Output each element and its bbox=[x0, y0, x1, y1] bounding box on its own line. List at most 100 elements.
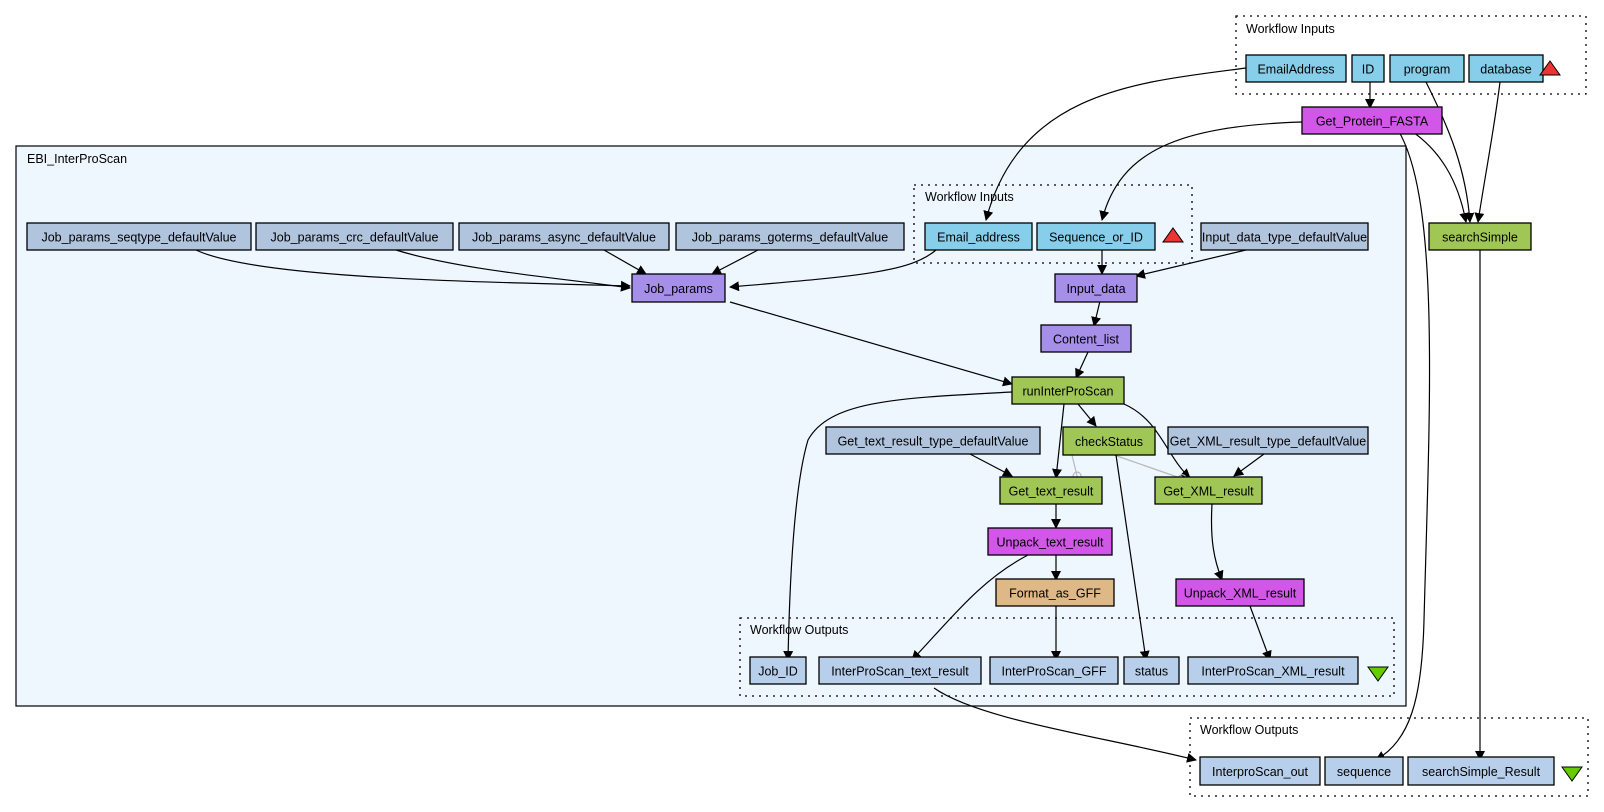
node-content-list-label: Content_list bbox=[1053, 333, 1120, 347]
edge-content-list-to-run bbox=[1075, 351, 1089, 379]
node-goterms-default-label: Job_params_goterms_defaultValue bbox=[692, 231, 888, 245]
edge-run-to-get-xml bbox=[1123, 403, 1191, 479]
nested-outputs-label: Workflow Outputs bbox=[750, 623, 848, 637]
node-goterms-default[interactable]: Job_params_goterms_defaultValue bbox=[675, 222, 905, 251]
node-database-input-label: database bbox=[1480, 63, 1531, 77]
node-status-output-label: status bbox=[1135, 665, 1168, 679]
edges bbox=[195, 67, 1501, 763]
node-run-interproscan-box bbox=[1011, 376, 1125, 405]
node-search-simple[interactable]: searchSimple bbox=[1428, 222, 1532, 251]
node-program-input-label: program bbox=[1404, 63, 1451, 77]
node-goterms-default-box bbox=[675, 222, 905, 251]
node-id-input-box bbox=[1351, 54, 1385, 83]
node-unpack-text-result-label: Unpack_text_result bbox=[996, 536, 1104, 550]
node-crc-default[interactable]: Job_params_crc_defaultValue bbox=[255, 222, 454, 251]
outer-outputs-marker-icon bbox=[1561, 766, 1583, 782]
node-get-xml-result-label: Get_XML_result bbox=[1163, 485, 1254, 499]
outer-outputs-cluster: Workflow Outputs bbox=[1189, 717, 1589, 797]
node-email-address-input-label: EmailAddress bbox=[1257, 63, 1334, 77]
node-text-result-output-box bbox=[818, 656, 982, 685]
node-get-protein-fasta[interactable]: Get_Protein_FASTA bbox=[1301, 106, 1443, 135]
node-status-output[interactable]: status bbox=[1123, 656, 1180, 685]
edge-input-data-to-content-list bbox=[1091, 300, 1101, 327]
node-get-xml-result[interactable]: Get_XML_result bbox=[1154, 476, 1263, 505]
node-get-xml-result-box bbox=[1154, 476, 1263, 505]
node-text-result-output[interactable]: InterProScan_text_result bbox=[818, 656, 982, 685]
node-job-params-box bbox=[631, 273, 726, 303]
node-gff-output[interactable]: InterProScan_GFF bbox=[989, 656, 1119, 685]
edge-run-to-get-text bbox=[1051, 403, 1065, 479]
node-email-address-label: Email_address bbox=[937, 231, 1020, 245]
node-sequence-output[interactable]: sequence bbox=[1324, 756, 1404, 786]
node-xml-type-default-box bbox=[1167, 426, 1369, 455]
node-unpack-xml-result[interactable]: Unpack_XML_result bbox=[1175, 578, 1305, 607]
node-unpack-text-result[interactable]: Unpack_text_result bbox=[987, 527, 1113, 556]
edge-text-result-to-interproscan-out bbox=[933, 687, 1197, 763]
node-search-simple-result[interactable]: searchSimple_Result bbox=[1407, 756, 1555, 786]
node-get-protein-fasta-label: Get_Protein_FASTA bbox=[1316, 115, 1429, 129]
edge-goterms-to-job-params bbox=[711, 249, 759, 275]
node-run-interproscan-label: runInterProScan bbox=[1022, 385, 1113, 399]
nested-inputs-marker-icon bbox=[1162, 227, 1184, 243]
node-input-type-default-label: Input_data_type_defaultValue bbox=[1202, 231, 1367, 245]
edge-database-to-search-simple bbox=[1474, 81, 1501, 223]
node-run-interproscan[interactable]: runInterProScan bbox=[1011, 376, 1125, 405]
outer-outputs-label: Workflow Outputs bbox=[1200, 723, 1298, 737]
node-sequence-output-box bbox=[1324, 756, 1404, 786]
node-get-text-result[interactable]: Get_text_result bbox=[999, 476, 1103, 505]
node-async-default[interactable]: Job_params_async_defaultValue bbox=[458, 222, 670, 251]
edge-input-type-to-input-data bbox=[1135, 249, 1247, 279]
node-content-list-box bbox=[1040, 324, 1132, 353]
node-text-type-default[interactable]: Get_text_result_type_defaultValue bbox=[825, 426, 1041, 455]
node-job-params[interactable]: Job_params bbox=[631, 273, 726, 303]
node-xml-type-default[interactable]: Get_XML_result_type_defaultValue bbox=[1167, 426, 1369, 455]
node-input-type-default-box bbox=[1200, 222, 1369, 251]
node-format-as-gff[interactable]: Format_as_GFF bbox=[995, 578, 1115, 607]
edge-seqtype-to-job-params bbox=[195, 249, 631, 291]
node-check-status[interactable]: checkStatus bbox=[1062, 426, 1156, 456]
edge-crc-to-job-params bbox=[395, 249, 631, 292]
edge-email-to-email-address bbox=[983, 67, 1247, 221]
node-get-text-result-label: Get_text_result bbox=[1009, 485, 1094, 499]
node-input-data[interactable]: Input_data bbox=[1054, 273, 1138, 303]
edge-run-to-job-id bbox=[783, 391, 1013, 661]
node-job-id-output-label: Job_ID bbox=[758, 665, 798, 679]
node-crc-default-box bbox=[255, 222, 454, 251]
node-program-input[interactable]: program bbox=[1389, 54, 1465, 83]
node-interproscan-out[interactable]: InterproScan_out bbox=[1199, 756, 1321, 786]
edge-check-status-to-status bbox=[1115, 454, 1150, 661]
node-email-address-input[interactable]: EmailAddress bbox=[1245, 54, 1347, 83]
nested-outputs-cluster: Workflow Outputs bbox=[739, 617, 1395, 697]
node-search-simple-result-label: searchSimple_Result bbox=[1422, 765, 1541, 779]
node-program-input-box bbox=[1389, 54, 1465, 83]
control-check-to-get-text bbox=[1071, 454, 1082, 481]
node-format-as-gff-label: Format_as_GFF bbox=[1009, 587, 1101, 601]
node-format-as-gff-box bbox=[995, 578, 1115, 607]
node-interproscan-out-label: InterproScan_out bbox=[1212, 765, 1308, 779]
node-database-input[interactable]: database bbox=[1468, 54, 1544, 83]
control-check-to-get-xml bbox=[1113, 454, 1187, 484]
node-job-params-label: Job_params bbox=[644, 282, 713, 296]
node-gff-output-box bbox=[989, 656, 1119, 685]
node-sequence-output-label: sequence bbox=[1337, 765, 1391, 779]
node-seqtype-default[interactable]: Job_params_seqtype_defaultValue bbox=[26, 222, 252, 251]
node-input-data-label: Input_data bbox=[1066, 282, 1125, 296]
node-interproscan-out-box bbox=[1199, 756, 1321, 786]
node-email-address-input-box bbox=[1245, 54, 1347, 83]
node-xml-result-output[interactable]: InterProScan_XML_result bbox=[1187, 656, 1359, 685]
node-sequence-or-id[interactable]: Sequence_or_ID bbox=[1036, 222, 1156, 251]
node-sequence-or-id-label: Sequence_or_ID bbox=[1049, 231, 1143, 245]
node-check-status-box bbox=[1062, 426, 1156, 456]
node-input-type-default[interactable]: Input_data_type_defaultValue bbox=[1200, 222, 1369, 251]
node-id-input[interactable]: ID bbox=[1351, 54, 1385, 83]
node-job-id-output[interactable]: Job_ID bbox=[749, 656, 807, 685]
nested-outputs-marker-icon bbox=[1367, 666, 1389, 682]
edge-job-params-to-run bbox=[729, 301, 1013, 387]
node-email-address[interactable]: Email_address bbox=[924, 222, 1033, 251]
node-xml-result-output-label: InterProScan_XML_result bbox=[1201, 665, 1345, 679]
edge-unpack-xml-to-xml-output bbox=[1249, 605, 1272, 661]
node-content-list[interactable]: Content_list bbox=[1040, 324, 1132, 353]
edge-run-to-check-status bbox=[1077, 403, 1097, 427]
node-unpack-xml-result-box bbox=[1175, 578, 1305, 607]
